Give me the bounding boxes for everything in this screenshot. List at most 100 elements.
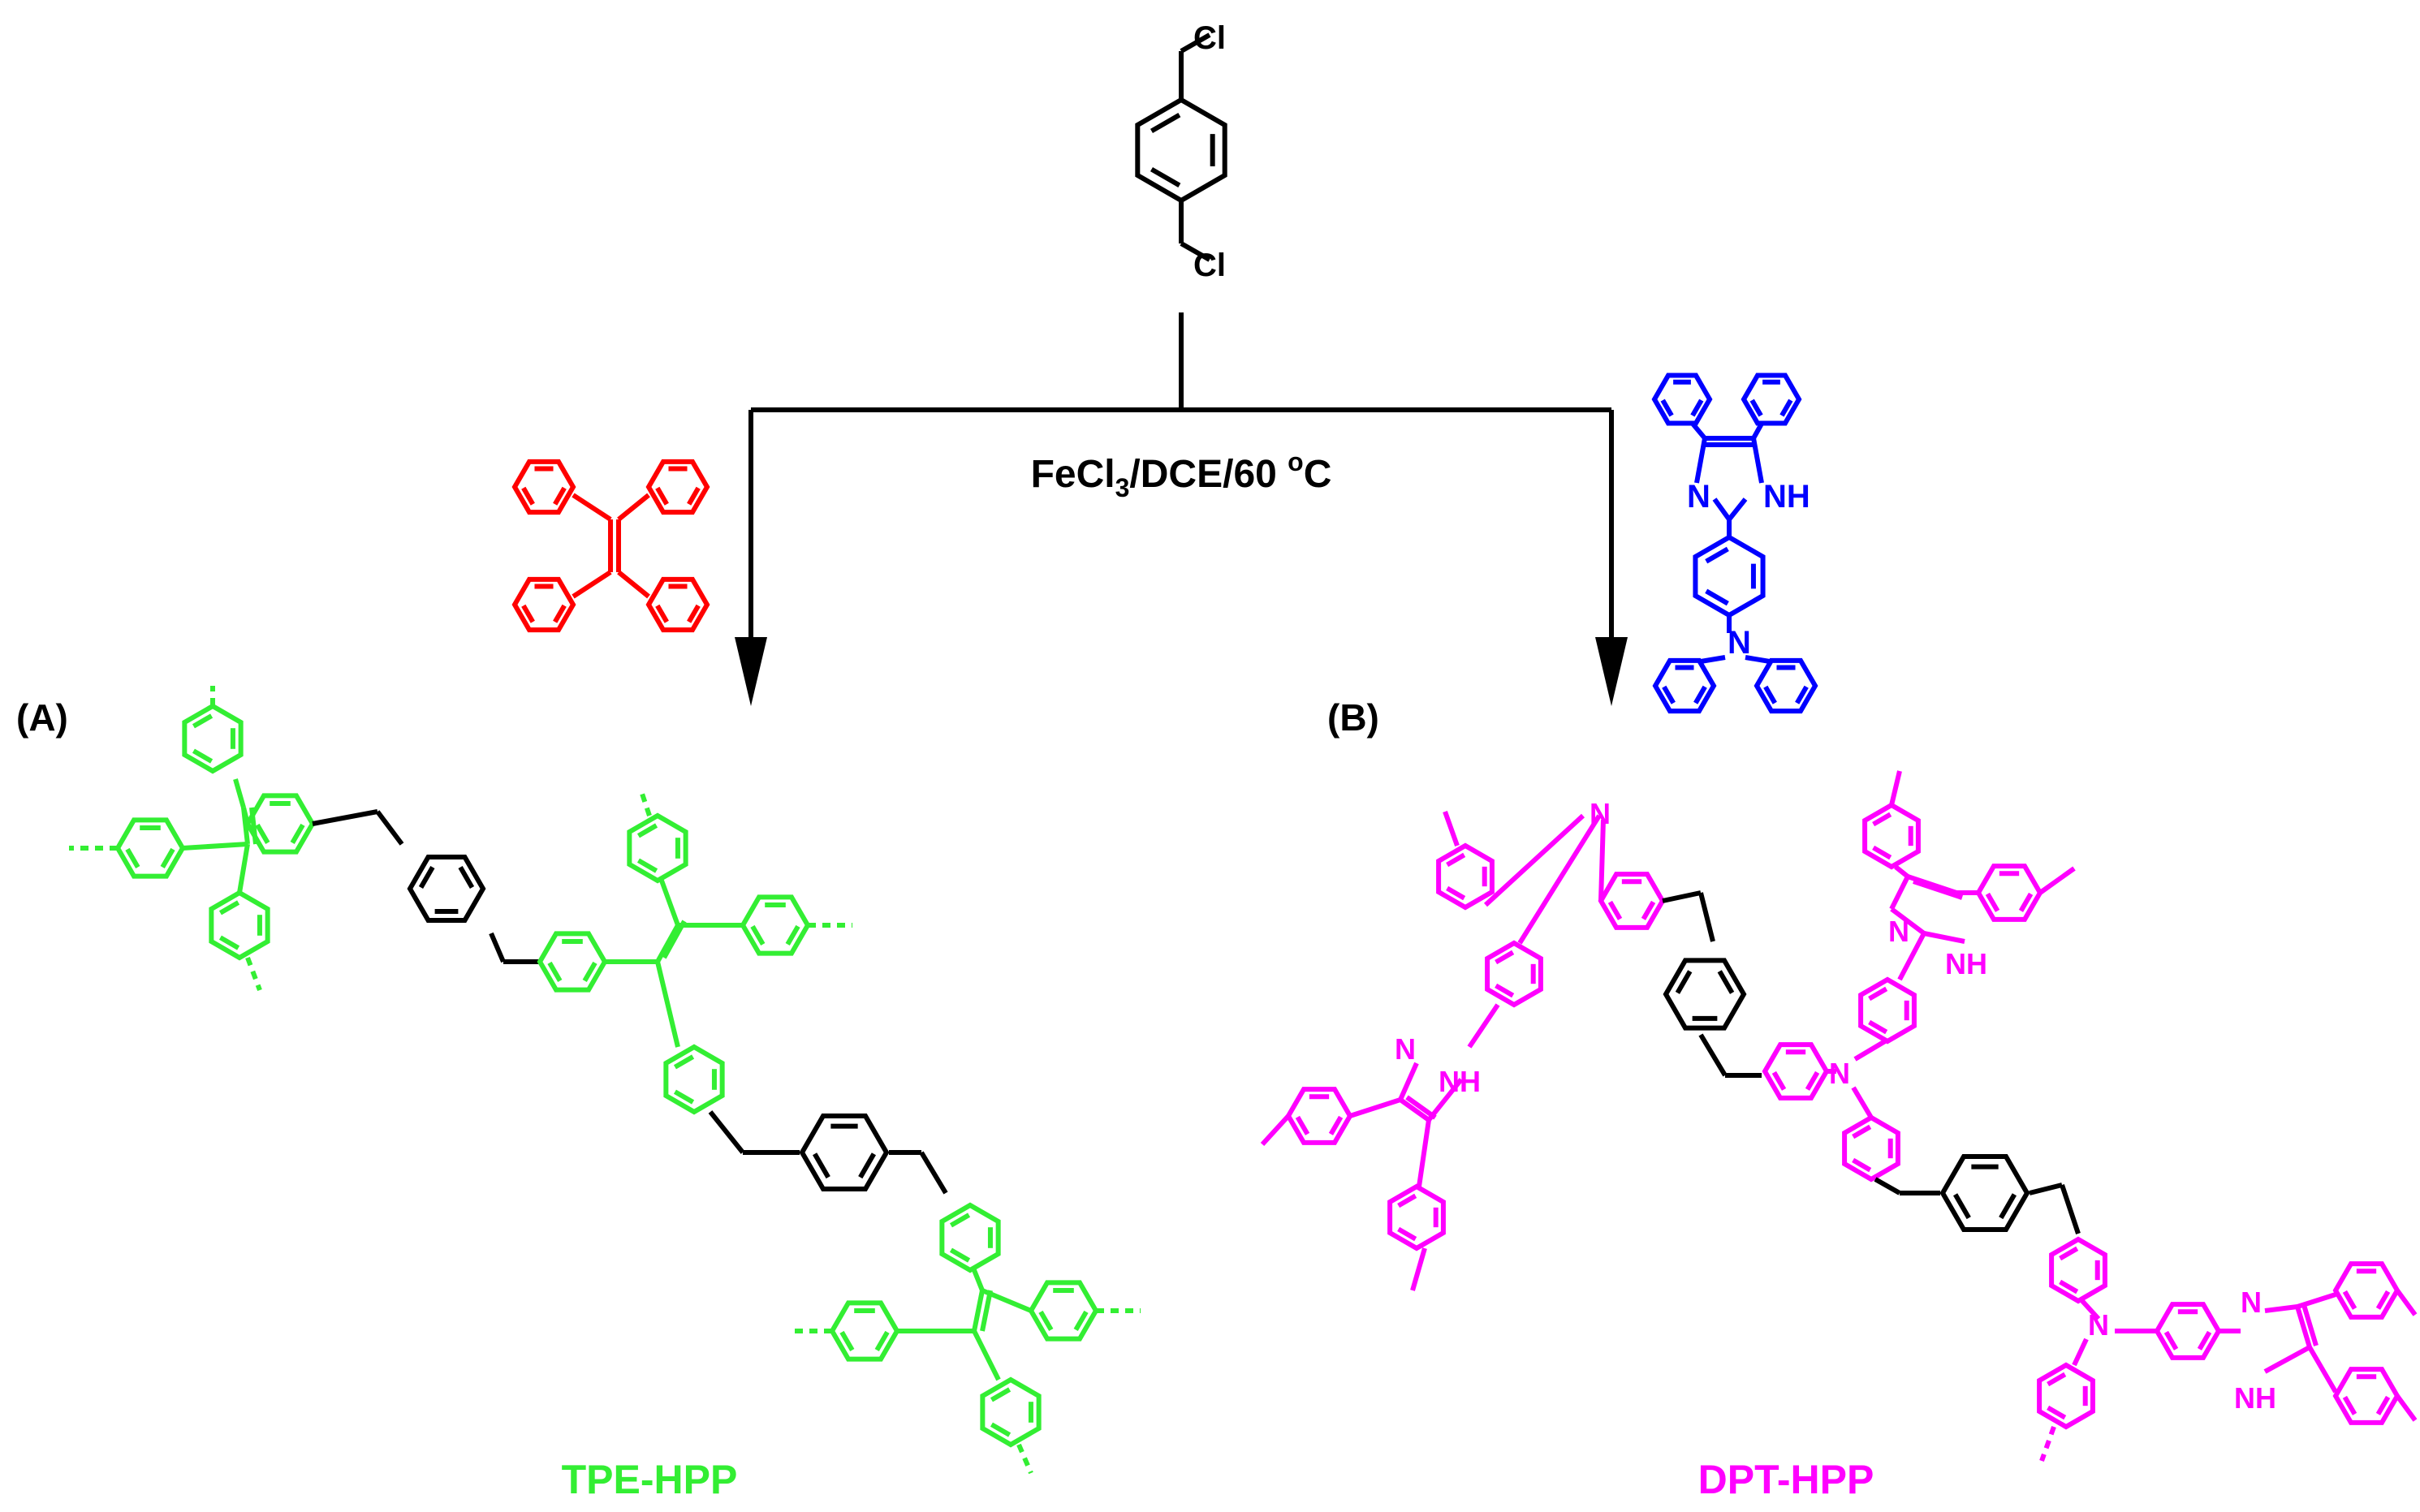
bond xyxy=(489,932,506,963)
methyl-bond xyxy=(1260,1114,1291,1147)
tpe-ring-top-right xyxy=(645,459,710,515)
svg-text:N: N xyxy=(1590,797,1611,830)
aromatic-double-bond xyxy=(2342,1290,2357,1310)
benzene-ring xyxy=(663,1044,725,1115)
benzene-ring xyxy=(1436,842,1495,911)
bond xyxy=(1698,892,1715,942)
tpe-bond xyxy=(617,570,650,599)
methyl-bond xyxy=(2395,1394,2418,1422)
svg-text:N: N xyxy=(2241,1286,2262,1319)
aromatic-double-bond xyxy=(192,748,214,764)
aromatic-double-bond xyxy=(1662,685,1676,704)
bond xyxy=(1907,874,1957,895)
bond xyxy=(655,924,680,963)
bond xyxy=(2307,1346,2338,1394)
aromatic-double-bond xyxy=(2342,1395,2357,1415)
benzene-ring xyxy=(209,890,270,961)
aromatic-double-bond xyxy=(2375,1395,2391,1415)
aromatic-double-bond xyxy=(418,865,435,889)
aromatic-double-bond xyxy=(553,486,567,506)
bond xyxy=(1467,1003,1500,1049)
aromatic-double-bond xyxy=(687,604,701,623)
benzene-ring xyxy=(1485,940,1543,1008)
aromatic-double-bond xyxy=(1446,852,1466,868)
benzene-ring xyxy=(980,1376,1042,1448)
bond xyxy=(1890,907,1926,936)
benzene-ring xyxy=(939,1202,1001,1273)
bond xyxy=(1874,1177,1901,1195)
dichloro-xylene-structure xyxy=(1135,32,1227,262)
aromatic-double-bond xyxy=(458,865,475,889)
aromatic-double-bond xyxy=(949,1213,971,1228)
aromatic-double-bond xyxy=(949,1247,971,1263)
bond xyxy=(249,807,258,845)
aromatic-double-bond xyxy=(1690,398,1704,417)
amine-bond xyxy=(1700,655,1726,664)
bond xyxy=(233,778,246,808)
bond xyxy=(655,961,680,1048)
tpe-bond xyxy=(572,570,612,599)
aromatic-double-bond xyxy=(990,1422,1012,1437)
bond xyxy=(1851,1086,1874,1119)
aromatic-double-bond xyxy=(1717,970,1735,994)
aromatic-double-bond xyxy=(1295,1115,1310,1135)
svg-text:NH: NH xyxy=(1439,1065,1481,1098)
aromatic-double-bond xyxy=(1660,398,1674,417)
aromatic-double-bond xyxy=(290,823,305,845)
bond xyxy=(2295,1306,2312,1348)
chlorine-top-label: Cl xyxy=(1193,20,1226,56)
bond xyxy=(980,1290,993,1332)
aromatic-double-bond xyxy=(1495,950,1515,965)
aromatic-double-bond xyxy=(750,924,766,946)
methyl-bond xyxy=(2395,1289,2418,1316)
methyl-bond xyxy=(2038,866,2076,895)
aromatic-double-bond xyxy=(2059,1279,2079,1294)
benzene-ring xyxy=(627,812,688,884)
aromatic-double-bond xyxy=(1749,398,1763,417)
aromatic-double-bond xyxy=(1771,1070,1787,1091)
aromatic-double-bond xyxy=(255,823,270,845)
aromatic-double-bond xyxy=(1868,1019,1888,1035)
benzene-ring xyxy=(1862,802,1921,870)
aromatic-double-bond xyxy=(874,1330,890,1352)
tpe-bond xyxy=(617,493,650,522)
aromatic-double-bond xyxy=(1779,398,1793,417)
aromatic-double-bond xyxy=(1805,1070,1820,1091)
bond xyxy=(2263,1345,2311,1374)
aromatic-double-bond xyxy=(1985,892,2000,912)
aromatic-double-bond xyxy=(582,961,597,983)
aromatic-double-bond xyxy=(990,1387,1012,1402)
bond xyxy=(1483,813,1585,907)
methyl-bond xyxy=(1443,810,1460,847)
bond xyxy=(2029,1182,2063,1195)
phenyl-ring-right xyxy=(1741,373,1802,426)
svg-text:N: N xyxy=(1829,1057,1850,1090)
aromatic-double-bond xyxy=(2047,1372,2067,1387)
benzene-ring xyxy=(2049,1236,2107,1304)
aromatic-double-bond xyxy=(2059,1246,2079,1261)
bond xyxy=(1399,1097,1430,1122)
bond xyxy=(2072,1338,2089,1367)
panel-a-label: (A) xyxy=(16,696,68,739)
svg-text:NH: NH xyxy=(1763,479,1810,515)
xylene-linker-ring xyxy=(1663,958,1747,1031)
bond xyxy=(1349,1097,1401,1118)
bond xyxy=(981,1288,1033,1313)
aromatic-double-bond xyxy=(858,1152,876,1179)
imidazole-bond xyxy=(1690,422,1707,440)
bond xyxy=(972,1269,985,1292)
bond xyxy=(1405,1095,1437,1120)
tpe-ring-top-left xyxy=(511,459,576,515)
methyl-bond xyxy=(1410,1247,1427,1291)
bond xyxy=(972,1329,1001,1381)
product-b-atom-labels: N N N N NH N NH N NH xyxy=(1395,797,2276,1415)
imidazole-bond xyxy=(1751,422,1764,440)
bond xyxy=(972,1290,985,1332)
svg-text:NH: NH xyxy=(1945,947,1987,980)
bond xyxy=(708,1110,745,1154)
imidazole-bond xyxy=(1712,498,1732,521)
aromatic-double-bond xyxy=(1607,900,1623,920)
bond xyxy=(2039,1425,2056,1462)
bond xyxy=(1417,1119,1431,1187)
